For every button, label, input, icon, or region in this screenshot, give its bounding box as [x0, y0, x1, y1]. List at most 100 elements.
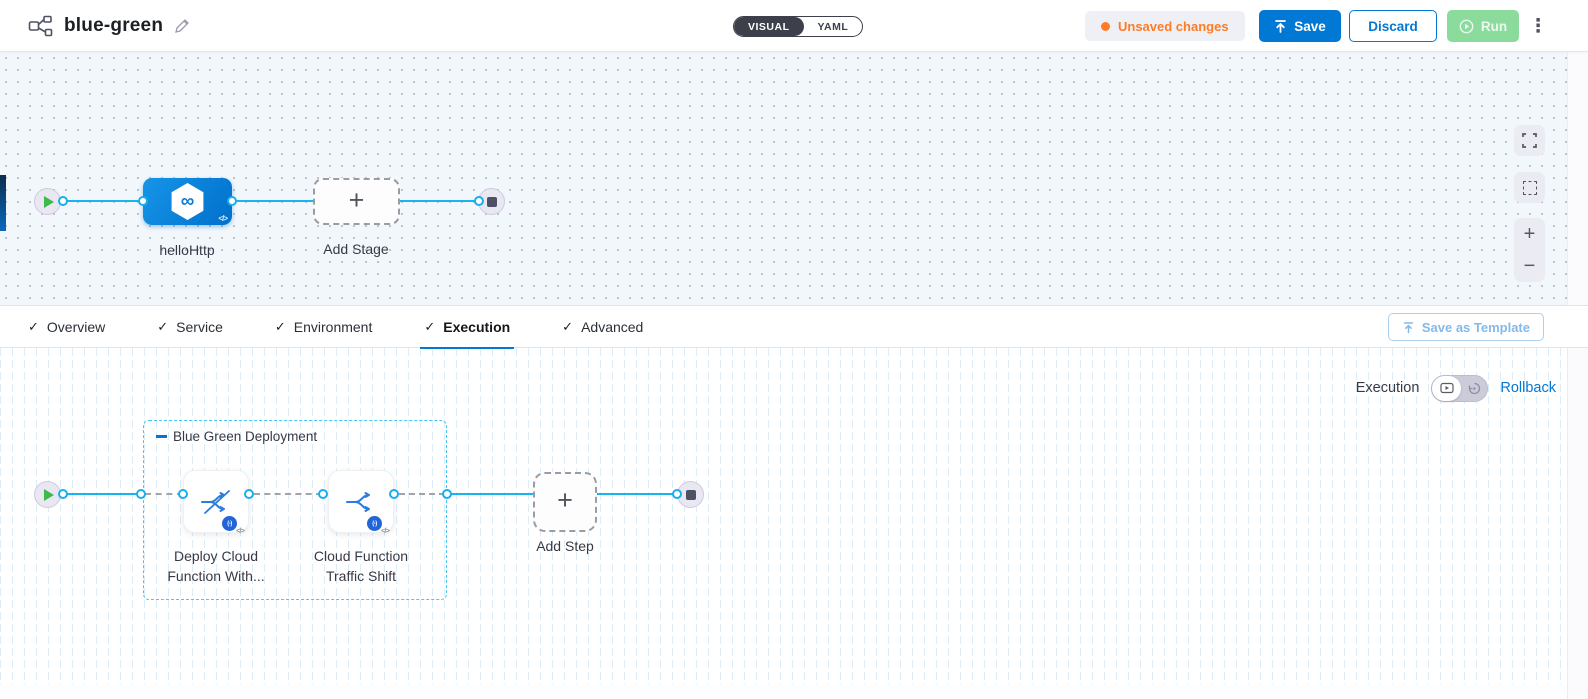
- code-icon: </>: [381, 526, 390, 535]
- connector-port[interactable]: [389, 489, 399, 499]
- pipeline-header: blue-green VISUAL YAML Unsaved changes S…: [0, 0, 1588, 52]
- stage-config-tabbar: ✓ Overview ✓ Service ✓ Environment ✓ Exe…: [0, 305, 1588, 349]
- edit-pencil-icon[interactable]: [173, 18, 190, 35]
- step-name-label: Deploy Cloud Function With...: [167, 548, 265, 585]
- run-button[interactable]: Run: [1447, 10, 1519, 42]
- run-label: Run: [1480, 18, 1508, 34]
- pipeline-start-node[interactable]: [34, 188, 61, 215]
- pipeline-graph-icon: [28, 15, 54, 37]
- step-node-deploy-cloud-function[interactable]: [183, 470, 249, 533]
- tab-label: Environment: [293, 318, 373, 335]
- save-as-template-button[interactable]: Save as Template: [1387, 313, 1544, 341]
- dashed-connector: [399, 493, 445, 495]
- connector-port[interactable]: [178, 489, 188, 499]
- check-icon: ✓: [28, 318, 39, 334]
- connector-port[interactable]: [138, 196, 148, 206]
- connector-port[interactable]: [244, 489, 254, 499]
- collapse-group-icon[interactable]: [156, 435, 167, 438]
- upload-icon: [1275, 20, 1287, 33]
- connector-port[interactable]: [442, 489, 452, 499]
- connector-line: [450, 493, 533, 495]
- fullscreen-icon: [1522, 133, 1537, 148]
- discard-label: Discard: [1368, 18, 1418, 34]
- view-mode-toggle[interactable]: VISUAL YAML: [733, 16, 864, 37]
- more-options-menu[interactable]: ⋮: [1528, 15, 1548, 37]
- step-name-label: Cloud Function Traffic Shift: [313, 548, 409, 585]
- check-icon: ✓: [157, 318, 169, 334]
- deploy-no-traffic-icon: [201, 489, 230, 514]
- tab-service[interactable]: ✓ Service: [157, 305, 223, 348]
- add-step-button[interactable]: +: [533, 472, 597, 532]
- selection-tool-button[interactable]: [1514, 172, 1545, 203]
- connector-line: [597, 493, 677, 495]
- connector-line: [232, 200, 313, 202]
- plus-icon: +: [557, 485, 573, 515]
- stage-node-hellohttp[interactable]: ∞ </>: [143, 178, 232, 225]
- play-icon: [44, 195, 54, 208]
- execution-end-node[interactable]: [677, 481, 704, 508]
- connector-port[interactable]: [672, 489, 682, 499]
- tab-label: Service: [176, 318, 223, 335]
- execution-start-node[interactable]: [34, 481, 61, 508]
- stage-graph-canvas[interactable]: ∞ </> helloHttp + Add Stage + −: [0, 52, 1588, 305]
- marquee-select-icon: [1522, 180, 1537, 195]
- serverless-hexagon-icon: ∞: [171, 183, 204, 220]
- tab-label: Advanced: [581, 318, 644, 335]
- check-icon: ✓: [562, 318, 574, 334]
- tab-environment[interactable]: ✓ Environment: [275, 305, 373, 348]
- stop-icon: [685, 489, 696, 500]
- save-as-template-label: Save as Template: [1421, 319, 1530, 335]
- zoom-in-button[interactable]: +: [1523, 223, 1536, 245]
- zoom-controls: + −: [1514, 218, 1545, 282]
- tab-overview[interactable]: ✓ Overview: [28, 305, 105, 348]
- upload-icon: [1403, 321, 1414, 333]
- connector-line: [400, 200, 479, 202]
- execution-mode-label: Execution: [1355, 380, 1420, 396]
- tab-execution[interactable]: ✓ Execution: [420, 305, 514, 349]
- tab-label: Execution: [443, 318, 511, 335]
- pipeline-title: blue-green: [64, 15, 164, 36]
- step-group-blue-green-deployment[interactable]: Blue Green Deployment: [143, 420, 447, 600]
- right-scroll-gutter[interactable]: [1567, 52, 1588, 699]
- traffic-shift-icon: [346, 491, 370, 512]
- connector-port[interactable]: [136, 489, 146, 499]
- execution-graph-canvas[interactable]: Execution Rollback: [0, 348, 1588, 699]
- stage-name-label: helloHttp: [159, 242, 215, 258]
- save-button[interactable]: Save: [1259, 10, 1341, 42]
- zoom-out-button[interactable]: −: [1523, 255, 1536, 277]
- execution-mode-icon: [1440, 382, 1454, 394]
- plus-icon: +: [348, 184, 365, 215]
- discard-button[interactable]: Discard: [1349, 10, 1437, 42]
- canvas-bottom-gutter: [0, 685, 1588, 699]
- add-stage-button[interactable]: +: [313, 178, 400, 225]
- step-node-cloud-function-traffic-shift[interactable]: [328, 470, 394, 533]
- execution-mode-knob[interactable]: [1432, 375, 1462, 401]
- run-play-icon: [1459, 19, 1474, 33]
- connector-port[interactable]: [58, 489, 68, 499]
- rollback-link[interactable]: Rollback: [1500, 380, 1556, 396]
- yaml-toggle-option[interactable]: YAML: [817, 20, 849, 33]
- check-icon: ✓: [424, 318, 436, 334]
- tab-label: Overview: [46, 318, 106, 335]
- rollback-mode-option[interactable]: [1461, 382, 1487, 395]
- tab-advanced[interactable]: ✓ Advanced: [562, 305, 643, 348]
- execution-rollback-toggle[interactable]: [1431, 374, 1489, 402]
- visual-toggle-option[interactable]: VISUAL: [734, 17, 804, 36]
- code-icon: </>: [218, 214, 228, 223]
- connector-port[interactable]: [318, 489, 328, 499]
- connector-port[interactable]: [474, 196, 484, 206]
- stop-icon: [486, 196, 497, 207]
- connector-port[interactable]: [58, 196, 68, 206]
- save-label: Save: [1294, 18, 1326, 34]
- add-step-label: Add Step: [536, 538, 594, 554]
- left-nav-strip: [0, 175, 6, 231]
- group-name-label: Blue Green Deployment: [173, 429, 318, 444]
- unsaved-dot-icon: [1101, 21, 1110, 31]
- rollback-mode-icon: [1468, 382, 1481, 394]
- connector-line: [62, 200, 143, 202]
- cloud-function-badge-icon: (-): [222, 516, 237, 531]
- dashed-connector: [254, 493, 322, 495]
- connector-port[interactable]: [227, 196, 237, 206]
- fullscreen-button[interactable]: [1514, 125, 1545, 156]
- play-icon: [44, 488, 54, 501]
